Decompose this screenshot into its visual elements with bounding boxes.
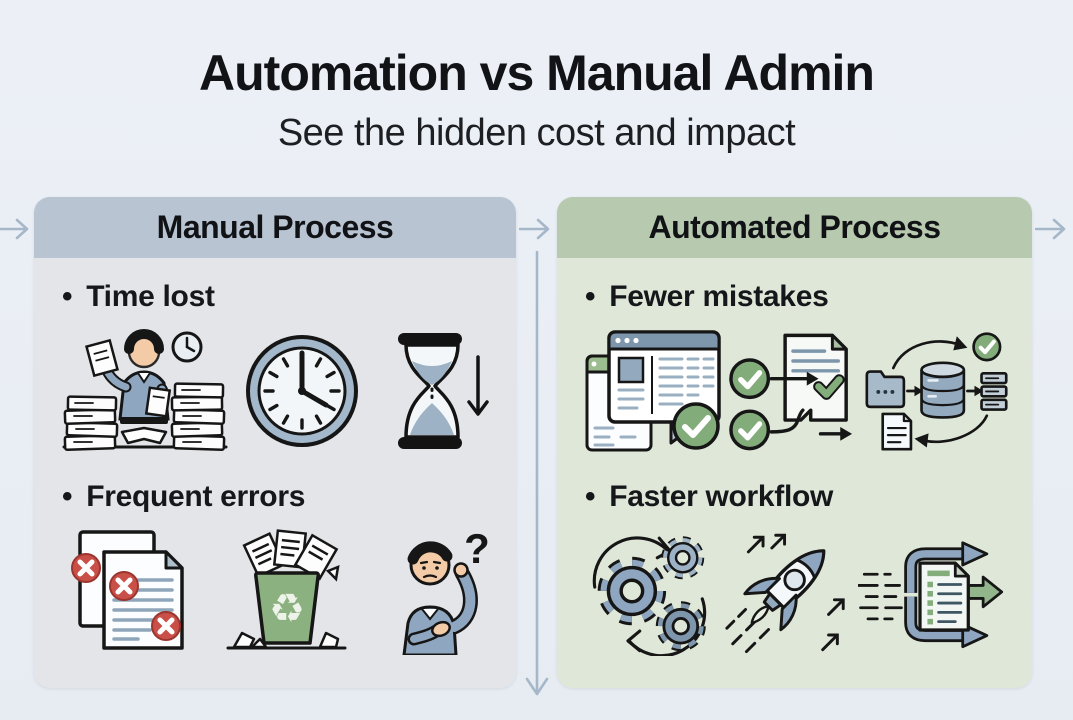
flow-arrow-between-panels-icon xyxy=(519,218,550,240)
wastebasket-icon: ♻ xyxy=(226,529,346,650)
bullet: • xyxy=(585,480,596,513)
fewer-mistakes-icon-row xyxy=(579,322,1012,460)
frequent-errors-icon-row: ♻ ? xyxy=(56,522,496,660)
section-fewer-mistakes-label: • Fewer mistakes xyxy=(585,276,1008,318)
flow-arrow-right-icon xyxy=(1035,218,1066,240)
busy-clerk-icon xyxy=(62,329,228,452)
panel-manual-title: Manual Process xyxy=(156,209,394,245)
confused-person-icon: ? xyxy=(402,527,490,655)
recycle-symbol: ♻ xyxy=(269,586,305,632)
panel-manual-body: • Time lost xyxy=(34,258,516,660)
flow-arrow-down-icon xyxy=(525,250,549,696)
hourglass-icon xyxy=(398,333,489,449)
flow-arrow-left-icon xyxy=(0,218,29,240)
panel-manual-header: Manual Process xyxy=(34,197,516,258)
time-lost-icon-row xyxy=(56,322,496,460)
error-documents-icon xyxy=(71,530,184,650)
section-frequent-errors-label: • Frequent errors xyxy=(62,476,492,518)
section-faster-workflow-label: • Faster workflow xyxy=(585,476,1008,518)
gears-icon xyxy=(592,536,707,656)
data-sync-icon xyxy=(865,332,1008,451)
approval-flow-icon xyxy=(728,333,852,451)
verified-spreadsheet-icon xyxy=(585,330,721,452)
question-mark: ? xyxy=(464,527,490,572)
bullet: • xyxy=(585,280,596,313)
panel-automated: Automated Process • Fewer mistakes xyxy=(557,197,1032,688)
faster-workflow-icon-row xyxy=(579,522,1012,660)
page-title: Automation vs Manual Admin xyxy=(199,45,875,101)
wall-clock-icon xyxy=(246,335,358,447)
panel-automated-title: Automated Process xyxy=(648,209,941,245)
bullet: • xyxy=(62,280,73,313)
bullet: • xyxy=(62,480,73,513)
panel-manual: Manual Process • Time lost xyxy=(34,197,516,688)
section-time-lost-label: • Time lost xyxy=(62,276,492,318)
rocket-icon xyxy=(724,533,845,654)
panel-automated-header: Automated Process xyxy=(557,197,1032,258)
page-subtitle: See the hidden cost and impact xyxy=(277,112,796,154)
fast-processing-icon xyxy=(858,541,1004,649)
panel-automated-body: • Fewer mistakes xyxy=(557,258,1032,660)
